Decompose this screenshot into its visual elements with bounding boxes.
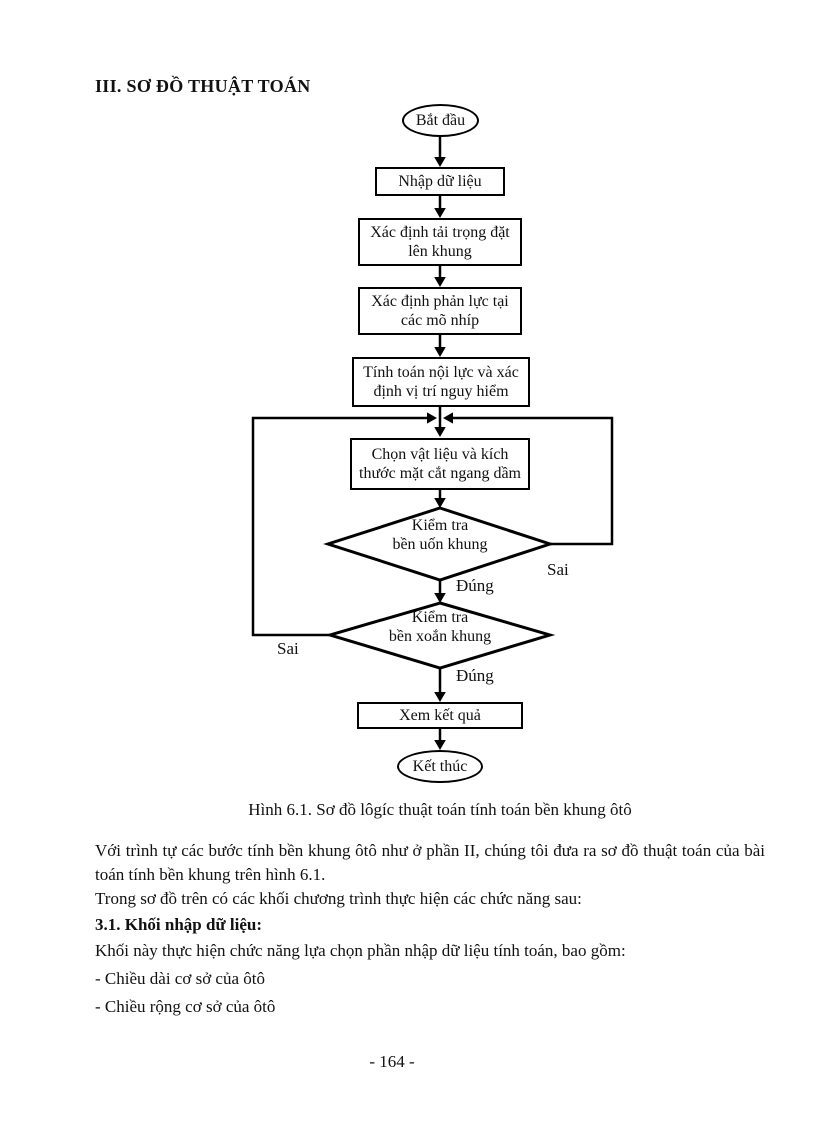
subsection-heading-3-1: 3.1. Khối nhập dữ liệu:: [95, 915, 263, 934]
node-choose-material: Chọn vật liệu và kích thước mặt cắt ngan…: [350, 438, 530, 490]
branch-label-torsion-dung: Đúng: [456, 666, 494, 685]
bullet-track-width: - Chiều rộng cơ sở của ôtô: [95, 997, 276, 1016]
decision-bending-diamond: [323, 506, 555, 582]
node-determine-reaction: Xác định phản lực tại các mõ nhíp: [358, 287, 522, 335]
node-start: Bắt đầu: [402, 104, 479, 137]
branch-label-bending-sai: Sai: [547, 560, 569, 579]
section-heading: III. SƠ ĐỒ THUẬT TOÁN: [95, 76, 311, 96]
figure-caption: Hình 6.1. Sơ đồ lôgíc thuật toán tính to…: [248, 800, 632, 819]
decision-torsion-label: Kiểm tra bền xoắn khung: [388, 609, 492, 645]
paragraph-overview: Trong sơ đồ trên có các khối chương trìn…: [95, 889, 582, 908]
decision-torsion-diamond: [324, 601, 556, 670]
node-determine-reaction-label: Xác định phản lực tại các mõ nhíp: [371, 293, 509, 329]
decision-bending-label: Kiểm tra bền uốn khung: [392, 517, 488, 553]
flowchart-connectors: [251, 136, 614, 750]
node-end: Kết thúc: [397, 750, 483, 783]
node-input-data-label: Nhập dữ liệu: [398, 173, 482, 190]
branch-label-bending-dung: Đúng: [456, 576, 494, 595]
node-end-label: Kết thúc: [412, 758, 468, 775]
node-view-result-label: Xem kết quả: [399, 707, 481, 724]
paragraph-intro: Với trình tự các bước tính bền khung ôtô…: [95, 841, 765, 884]
node-internal-force: Tính toán nội lực và xác định vị trí ngu…: [352, 357, 530, 407]
branch-label-torsion-sai: Sai: [277, 639, 299, 658]
node-determine-load: Xác định tải trọng đặt lên khung: [358, 218, 522, 266]
bullet-wheelbase: - Chiều dài cơ sở của ôtô: [95, 969, 265, 988]
node-input-data: Nhập dữ liệu: [375, 167, 505, 196]
body-text: Với trình tự các bước tính bền khung ôtô…: [95, 839, 765, 1019]
page-number: - 164 -: [369, 1052, 415, 1071]
node-start-label: Bắt đầu: [415, 112, 466, 129]
node-internal-force-label: Tính toán nội lực và xác định vị trí ngu…: [363, 364, 519, 400]
node-view-result: Xem kết quả: [357, 702, 523, 729]
node-choose-material-label: Chọn vật liệu và kích thước mặt cắt ngan…: [359, 446, 521, 482]
paragraph-input-block: Khối này thực hiện chức năng lựa chọn ph…: [95, 941, 626, 960]
node-determine-load-label: Xác định tải trọng đặt lên khung: [370, 224, 510, 260]
